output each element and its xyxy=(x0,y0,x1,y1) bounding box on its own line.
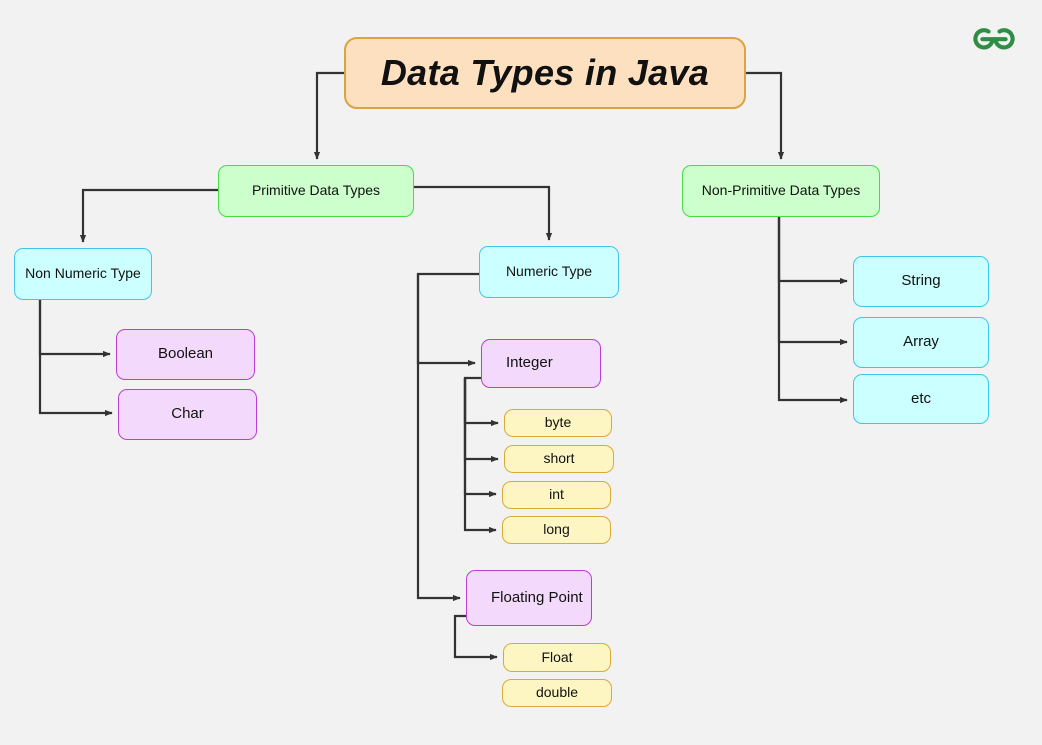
edge-non-numeric-to-char xyxy=(38,300,113,417)
node-string: String xyxy=(853,256,989,307)
node-primitive: Primitive Data Types xyxy=(218,165,414,217)
node-float: Float xyxy=(503,643,611,672)
node-non-numeric: Non Numeric Type xyxy=(14,248,152,300)
node-floating-point: Floating Point xyxy=(466,570,592,626)
node-double: double xyxy=(502,679,612,707)
edge-numeric-to-integer xyxy=(416,272,479,367)
node-char: Char xyxy=(118,389,257,440)
edge-title-to-primitive xyxy=(313,71,344,160)
node-long: long xyxy=(502,516,611,544)
geeksforgeeks-logo xyxy=(968,22,1020,56)
node-byte: byte xyxy=(504,409,612,437)
edge-integer-to-short xyxy=(463,378,499,463)
edge-integer-to-long xyxy=(463,378,497,534)
node-integer: Integer xyxy=(481,339,601,388)
edge-title-to-non-primitive xyxy=(746,71,785,160)
edge-non-primitive-to-etc xyxy=(777,217,848,404)
edge-non-primitive-to-array xyxy=(777,217,848,346)
node-boolean: Boolean xyxy=(116,329,255,380)
edge-primitive-to-numeric xyxy=(414,185,553,241)
edge-primitive-to-non-numeric xyxy=(79,188,218,243)
node-numeric: Numeric Type xyxy=(479,246,619,298)
node-array: Array xyxy=(853,317,989,368)
edge-non-primitive-to-string xyxy=(777,217,848,285)
node-etc: etc xyxy=(853,374,989,424)
node-title: Data Types in Java xyxy=(344,37,746,109)
node-non-primitive: Non-Primitive Data Types xyxy=(682,165,880,217)
node-int: int xyxy=(502,481,611,509)
edge-numeric-to-floating-point xyxy=(416,274,461,602)
edge-non-numeric-to-boolean xyxy=(38,300,111,358)
edge-integer-to-int xyxy=(463,378,497,498)
node-short: short xyxy=(504,445,614,473)
